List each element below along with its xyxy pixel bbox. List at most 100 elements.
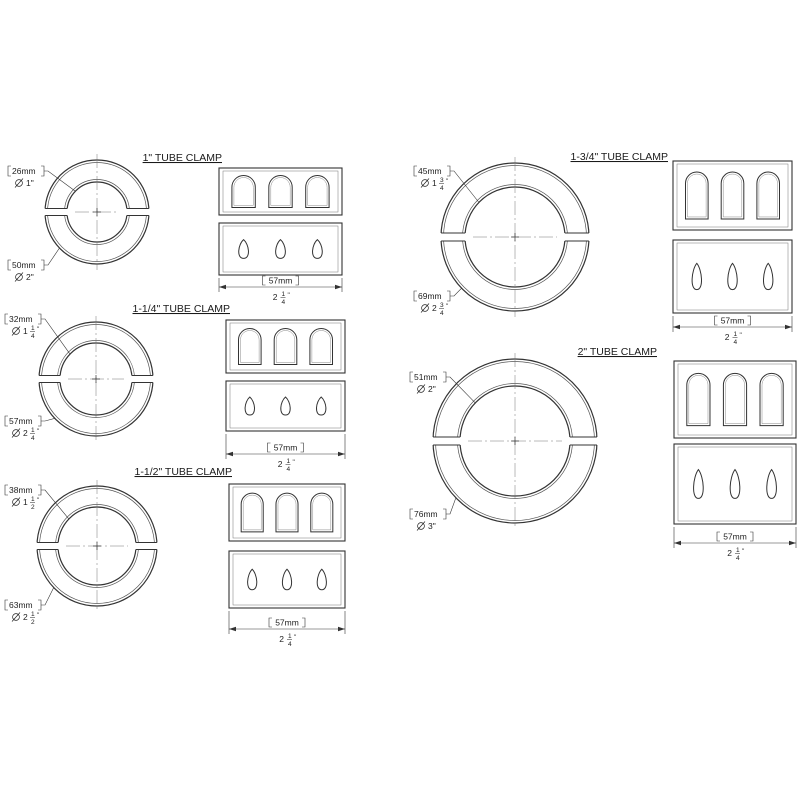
clamp-title: 1-3/4" TUBE CLAMP — [571, 151, 668, 163]
inner-diameter-leader — [450, 170, 480, 203]
inner-diameter-leader — [41, 318, 71, 355]
arched-window-1-chamfer — [233, 177, 254, 206]
inner-diameter-label-whole: 1" — [26, 178, 34, 188]
front-view-chamfer — [232, 486, 342, 539]
arched-window-1-chamfer — [687, 173, 707, 218]
clamp-side-view — [218, 222, 343, 276]
width-mm-bracket — [267, 442, 304, 453]
width-inch-mark: " — [294, 634, 297, 641]
arched-window-3 — [759, 372, 784, 427]
width-inch-denominator: 4 — [288, 641, 292, 648]
arched-window-2 — [268, 175, 293, 208]
inner-diameter-label-diameter-slash — [416, 384, 426, 394]
inner-diameter-label-diameter-slash — [420, 178, 430, 188]
clamp-title: 1-1/4" TUBE CLAMP — [133, 303, 230, 315]
clamp-side-view — [673, 443, 797, 525]
width-mm-bracket — [716, 531, 754, 542]
outer-diameter-label-denominator: 4 — [31, 435, 35, 442]
teardrop-hole-1 — [247, 568, 258, 591]
outer-diameter-label-mm: 63mm — [9, 600, 33, 610]
outer-diameter-label-diameter-icon — [12, 429, 20, 437]
outer-diameter-label-numerator: 1 — [31, 427, 35, 434]
width-inch-whole: 2 — [279, 634, 284, 644]
outer-diameter-label-inch-mark: " — [37, 428, 40, 435]
clamp-front-view — [218, 167, 343, 216]
arched-window-3 — [305, 175, 330, 208]
outer-diameter-label-whole: 2 — [23, 612, 28, 622]
width-mm-bracket — [714, 315, 751, 326]
clamp-side-view — [672, 239, 793, 314]
width-inch-mark: " — [742, 548, 745, 555]
width-inch-denominator: 4 — [282, 299, 286, 306]
inner-diameter-label-mm: 38mm — [9, 485, 33, 495]
clamp-side-view — [225, 380, 346, 432]
arched-window-1-chamfer — [240, 330, 260, 363]
clamp-side-view — [228, 550, 346, 609]
teardrop-hole-3 — [316, 396, 327, 416]
arrowhead-right-icon — [335, 284, 342, 290]
outer-diameter-leader — [44, 247, 60, 266]
clamp-front-view — [228, 483, 346, 542]
side-view-chamfer — [232, 553, 342, 606]
outer-diameter-label-inch-mark: " — [446, 303, 449, 310]
arched-window-3 — [309, 328, 334, 366]
clamp-title: 2" TUBE CLAMP — [578, 346, 657, 358]
outer-diameter-label-diameter-slash — [11, 612, 21, 622]
arrowhead-right-icon — [338, 626, 345, 632]
arched-window-3-chamfer — [307, 177, 328, 206]
arched-window-3-chamfer — [312, 494, 332, 531]
arrowhead-right-icon — [785, 324, 792, 330]
inner-diameter-label-denominator: 4 — [440, 185, 444, 192]
arched-window-3 — [310, 492, 334, 533]
width-mm: 57mm — [274, 443, 298, 453]
outer-diameter-leader — [450, 287, 462, 297]
clamp-front-view — [225, 319, 346, 374]
inner-diameter-label-diameter-slash — [11, 497, 21, 507]
arrowhead-left-icon — [674, 540, 681, 546]
width-inch-numerator: 1 — [282, 291, 286, 298]
clamp-title: 1-1/2" TUBE CLAMP — [135, 466, 232, 478]
arched-window-3 — [756, 171, 781, 220]
outer-diameter-label-numerator: 3 — [440, 302, 444, 309]
inner-diameter-leader — [44, 170, 76, 192]
width-mm: 57mm — [269, 276, 293, 286]
teardrop-hole-2 — [281, 568, 293, 591]
arched-window-2-chamfer — [270, 177, 291, 206]
front-view-chamfer — [677, 363, 793, 436]
arched-window-1 — [231, 175, 256, 208]
side-view-chamfer — [676, 242, 789, 311]
arched-window-1 — [684, 171, 709, 220]
arched-window-3-chamfer — [758, 173, 778, 218]
arrowhead-left-icon — [673, 324, 680, 330]
width-inch-numerator: 1 — [734, 331, 738, 338]
arched-window-2-chamfer — [725, 375, 745, 424]
width-inch-numerator: 1 — [736, 547, 740, 554]
arrowhead-right-icon — [338, 451, 345, 457]
side-view-chamfer — [222, 225, 339, 273]
inner-diameter-label-numerator: 1 — [31, 496, 35, 503]
width-inch-mark: " — [740, 332, 743, 339]
outer-diameter-label-diameter-slash — [416, 521, 426, 531]
width-inch-numerator: 1 — [288, 633, 292, 640]
arched-window-2 — [720, 171, 745, 220]
teardrop-hole-3 — [766, 468, 777, 499]
outer-diameter-leader — [41, 418, 56, 422]
outer-diameter-label-mm: 69mm — [418, 291, 442, 301]
arched-window-2 — [722, 372, 748, 427]
clamp-front-view — [672, 160, 793, 231]
inner-diameter-label-inch-mark: " — [446, 178, 449, 185]
inner-diameter-label-diameter-slash — [14, 178, 24, 188]
inner-diameter-label-denominator: 2 — [31, 504, 35, 511]
outer-diameter-label-diameter-icon — [417, 522, 425, 530]
